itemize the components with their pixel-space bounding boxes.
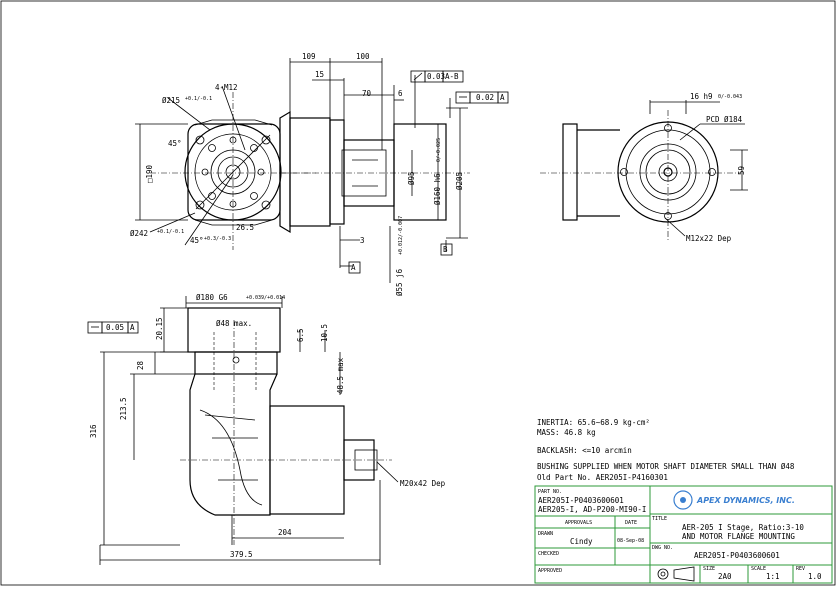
dim-20-15: 20.15 [155,317,164,340]
note-old-part: Old Part No. AER205I-P4160301 [537,473,668,482]
tb-dwg-no-label: DWG NO. [652,545,673,551]
tb-drawn-label: DRAWN [538,531,553,537]
dim-15: 15 [315,70,324,79]
note-mass: MASS: 46.8 kg [537,428,596,437]
dim-6: 6 [398,89,403,98]
dim-16h9: 16 h9 [690,92,713,101]
title-block [534,485,833,584]
dim-box190: □190 [145,164,154,183]
tb-title-label: TITLE [652,516,667,522]
dim-d160-tol: 0/-0.025 [436,138,442,162]
tb-scale-label: SCALE [751,566,766,572]
dim-28: 28 [136,360,145,370]
tb-approved-label: APPROVED [538,568,562,574]
dim-m12x22: M12x22 Dep [686,234,732,243]
tb-checked-label: CHECKED [538,551,559,557]
gdt3-ref: A [130,323,135,332]
dim-48-5: 48.5 max [336,357,345,394]
tb-part-no-2: AER205-I, AD-P200-MI90-I [538,505,646,514]
dim-316: 316 [89,424,98,438]
datum-b-label: B [443,245,448,254]
note-backlash: BACKLASH: <=10 arcmin [537,446,632,455]
datum-a-box [348,261,361,274]
front-view [135,85,316,250]
dim-d95: Ø95 [407,171,416,185]
dim-100: 100 [356,52,370,61]
dim-d180: Ø180 G6 [196,293,228,302]
side-view [279,58,470,283]
dim-109: 109 [302,52,316,61]
datum-a-label: A [351,263,356,272]
end-view [540,100,748,240]
gdt2-tol: 0.02 [476,93,494,102]
tb-company: APEX DYNAMICS, INC. [696,496,795,505]
note-bushing: BUSHING SUPPLIED WHEN MOTOR SHAFT DIAMET… [537,462,795,471]
dim-d160: Ø160 h6 [433,173,442,205]
dim-d55-tol: +0.012/-0.007 [398,216,404,255]
dim-angle-45b: 45° [190,236,204,245]
gdt2-ref: A [500,93,505,102]
dim-angle-45b-tol: +0.3/-0.3 [204,236,231,242]
tb-size: 2A0 [718,572,732,581]
tb-drawn-by: Cindy [570,537,593,546]
dim-4-m12: 4-M12 [215,83,238,92]
gdt-frame-runout [410,70,464,83]
tb-date-label: DATE [625,520,637,526]
note-inertia: INERTIA: 65.6~68.9 kg-cm² [537,418,650,427]
tb-size-label: SIZE [703,566,715,572]
dim-d242-tol: +0.1/-0.1 [157,229,184,235]
dim-d48: Ø48 max. [216,319,252,328]
dim-213-5: 213.5 [119,397,128,420]
dim-angle-45a: 45° [168,139,182,148]
dim-26-5: 26.5 [236,223,254,232]
dim-10-5: 10.5 [320,324,329,342]
tb-part-no-label: PART NO. [538,489,562,495]
dim-59: 59 [737,166,746,175]
datum-b-box [440,243,453,256]
dim-d180-tol: +0.039/+0.014 [246,295,285,301]
tb-rev-label: REV [796,566,805,572]
tb-scale: 1:1 [766,572,780,581]
tb-part-no-1: AER205I-P0403600601 [538,496,624,505]
dim-379-5: 379.5 [230,550,253,559]
dim-6-5: 6.5 [296,328,305,342]
right-angle-view [99,296,399,565]
gdt-frame-bottom [87,321,139,334]
tb-title-1: AER-205 I Stage, Ratio:3-10 [682,523,804,532]
dim-d205: Ø205 [455,172,464,190]
dim-pcd: PCD Ø184 [706,115,743,124]
tb-drawn-date: 08-Sep-08 [617,538,644,544]
dim-70: 70 [362,89,372,98]
dim-d215: Ø215 [162,96,180,105]
gdt1-tol: 0.03 [427,72,445,81]
dim-204: 204 [278,528,292,537]
tb-title-2: AND MOTOR FLANGE MOUNTING [682,532,795,541]
gdt1-ref: A-B [445,72,459,81]
dim-d215-tol: +0.1/-0.1 [185,96,212,102]
dim-d55: Ø55 j6 [395,268,404,296]
dim-m20x42: M20x42 Dep [400,479,446,488]
dim-3: 3 [360,236,365,245]
tb-dwg-no: AER205I-P0403600601 [694,551,780,560]
tb-approvals-label: APPROVALS [565,520,592,526]
tb-rev: 1.0 [808,572,822,581]
dim-d242: Ø242 [130,229,148,238]
gdt3-tol: 0.05 [106,323,124,332]
gdt-frame-flat [455,91,509,104]
dim-16h9-tol: 0/-0.043 [718,94,742,100]
